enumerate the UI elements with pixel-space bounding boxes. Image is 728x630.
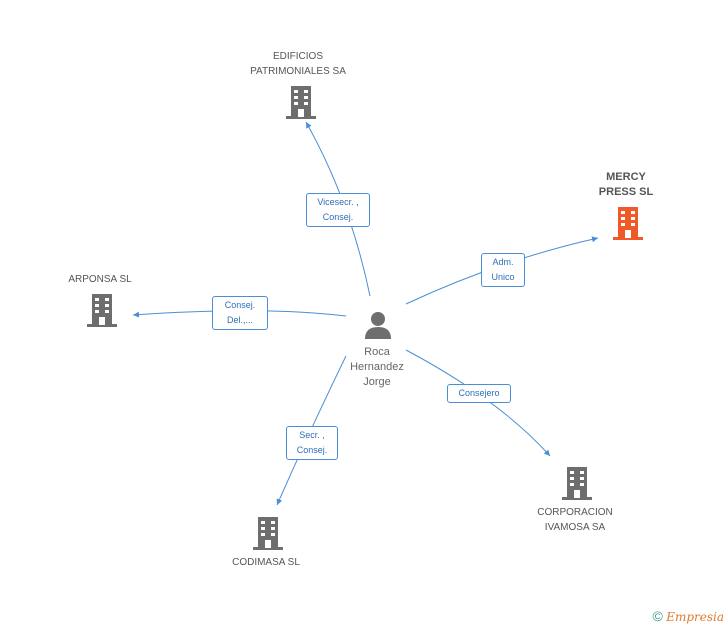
- role-label-codimasa: Secr. , Consej.: [286, 426, 338, 460]
- person-name-line: Jorge: [363, 376, 391, 388]
- person-name[interactable]: Roca Hernandez Jorge: [332, 345, 422, 390]
- role-line: Del.,...: [226, 315, 253, 325]
- person-name-line: Hernandez: [350, 361, 404, 373]
- company-label-corporacion[interactable]: CORPORACION IVAMOSA SA: [520, 505, 630, 535]
- company-name-line: ARPONSA SL: [68, 274, 132, 285]
- company-label-arponsa[interactable]: ARPONSA SL: [50, 272, 150, 287]
- role-line: Secr. ,: [299, 430, 325, 440]
- building-icon[interactable]: [252, 515, 284, 551]
- role-line: Vicesecr. ,: [317, 197, 359, 207]
- role-line: Consej.: [224, 300, 256, 310]
- company-name-line: PRESS SL: [598, 186, 654, 198]
- role-line: Unico: [491, 272, 515, 282]
- company-name-line: CORPORACION: [537, 507, 613, 518]
- building-icon[interactable]: [561, 465, 593, 501]
- company-name-line: PATRIMONIALES SA: [250, 66, 346, 77]
- role-label-mercy: Adm. Unico: [481, 253, 525, 287]
- brand-name: Empresia: [666, 610, 724, 624]
- building-icon[interactable]: [612, 205, 644, 241]
- role-label-arponsa: Consej. Del.,...: [212, 296, 268, 330]
- building-icon[interactable]: [86, 292, 118, 328]
- company-name-line: MERCY: [606, 171, 646, 183]
- role-line: Adm.: [492, 257, 514, 267]
- person-icon[interactable]: [364, 310, 392, 340]
- footer-brand: © Empresia: [653, 608, 724, 624]
- copyright-symbol: ©: [652, 608, 663, 624]
- company-label-codimasa[interactable]: CODIMASA SL: [216, 555, 316, 570]
- person-name-line: Roca: [364, 346, 390, 358]
- role-line: Consej.: [296, 445, 328, 455]
- role-line: Consej.: [322, 212, 354, 222]
- company-label-mercy[interactable]: MERCY PRESS SL: [586, 170, 666, 200]
- role-label-corporacion: Consejero: [447, 384, 511, 403]
- role-label-edificios: Vicesecr. , Consej.: [306, 193, 370, 227]
- company-label-edificios[interactable]: EDIFICIOS PATRIMONIALES SA: [238, 49, 358, 79]
- edge-corporacion: [405, 349, 551, 457]
- company-name-line: EDIFICIOS: [272, 51, 323, 62]
- building-icon[interactable]: [285, 84, 317, 120]
- company-name-line: CODIMASA SL: [232, 557, 300, 568]
- role-line: Consejero: [458, 388, 500, 398]
- company-name-line: IVAMOSA SA: [544, 522, 606, 533]
